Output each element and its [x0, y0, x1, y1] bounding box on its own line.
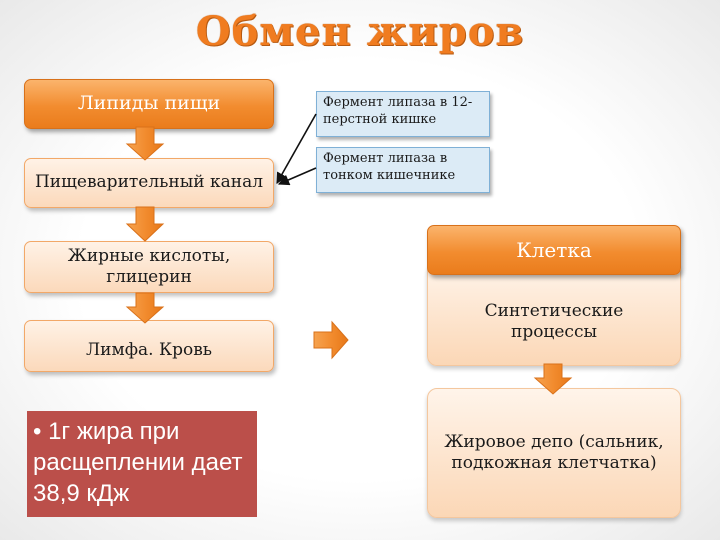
energy-note-text: 1г жира при расщеплении дает 38,9 кДж — [33, 418, 243, 508]
down-arrow-3 — [125, 292, 165, 324]
down-arrow-right — [533, 363, 573, 395]
box-fat-depot-label: Жировое депо (сальник, подкожная клетчат… — [444, 431, 664, 473]
energy-note-bullet: • — [33, 418, 42, 445]
box-cell-label: Клетка — [516, 237, 592, 262]
box-digestive-canal: Пищеварительный канал — [24, 158, 274, 208]
enzyme-small-intestine-label: Фермент липаза в тонком кишечнике — [323, 151, 456, 183]
slide-title: Обмен жиров — [195, 8, 525, 55]
right-arrow — [313, 320, 349, 360]
box-synthetic-processes: Синтетические процессы — [427, 262, 681, 366]
box-fatty-acids-glycerol-label: Жирные кислоты, глицерин — [67, 245, 231, 287]
box-cell: Клетка — [427, 225, 681, 275]
enzyme-duodenum-label: Фермент липаза в 12-перстной кишке — [323, 95, 473, 127]
down-arrow-2 — [125, 206, 165, 242]
enzyme-duodenum-connector — [276, 113, 317, 184]
down-arrow-1 — [125, 126, 165, 161]
enzyme-duodenum-box: Фермент липаза в 12-перстной кишке — [316, 91, 490, 137]
box-synthetic-processes-label: Синтетические процессы — [484, 300, 624, 342]
enzyme-small-intestine-connector — [277, 167, 317, 186]
box-dietary-lipids-label: Липиды пищи — [77, 92, 221, 115]
box-fat-depot: Жировое депо (сальник, подкожная клетчат… — [427, 388, 681, 518]
box-lymph-blood: Лимфа. Кровь — [24, 320, 274, 372]
enzyme-small-intestine-box: Фермент липаза в тонком кишечнике — [316, 147, 490, 193]
box-lymph-blood-label: Лимфа. Кровь — [85, 339, 213, 360]
energy-note-box: • 1г жира при расщеплении дает 38,9 кДж — [27, 411, 257, 517]
box-digestive-canal-label: Пищеварительный канал — [34, 172, 264, 193]
